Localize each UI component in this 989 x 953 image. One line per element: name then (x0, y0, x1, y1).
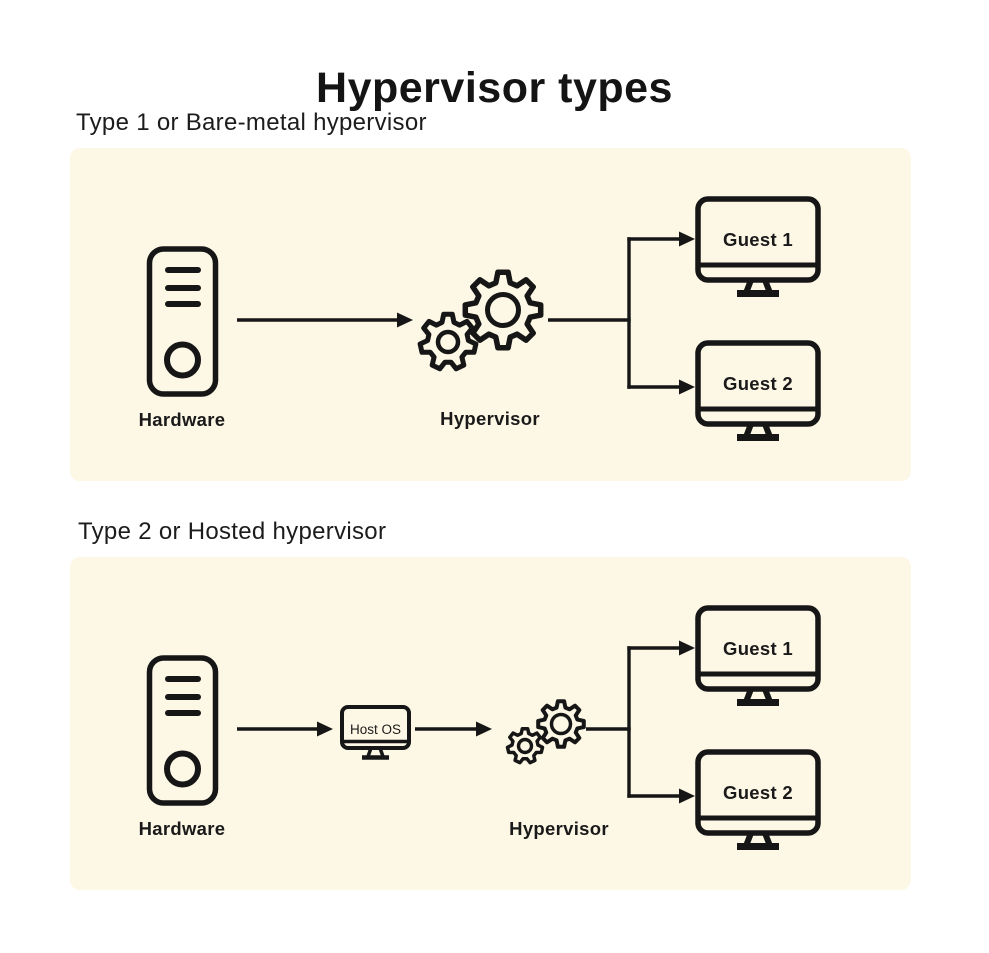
gear-large (536, 699, 586, 749)
gears-icon (417, 269, 544, 372)
gear-small (505, 726, 545, 765)
guest1-monitor-icon (695, 196, 821, 297)
arrow-head (397, 312, 413, 328)
hypervisor-label: Hypervisor (440, 408, 540, 429)
monitor-stand (366, 747, 385, 758)
section-type1-label: Type 1 or Bare-metal hypervisor (76, 109, 427, 136)
hardware-label: Hardware (139, 818, 226, 839)
host-os-monitor-icon (340, 705, 411, 760)
tower-power-circle (164, 750, 201, 788)
branch-connector (586, 640, 695, 804)
type1-panel: Hardware Hypervisor (70, 148, 911, 481)
hardware-label: Hardware (139, 409, 226, 430)
arrow-head (476, 721, 492, 737)
gear-small (417, 311, 479, 372)
gear-large-hole (549, 712, 573, 736)
gear-small-hole (516, 737, 534, 755)
page-title: Hypervisor types (316, 63, 673, 112)
arrow-head (317, 721, 333, 737)
guest1-monitor-icon (695, 605, 821, 706)
arrow-head (679, 788, 695, 804)
guest1-label: Guest 1 (723, 638, 793, 659)
arrow-hostos-to-hypervisor (415, 721, 492, 737)
type1-diagram: Hardware Hypervisor (139, 196, 821, 441)
guest2-monitor-icon (695, 749, 821, 850)
guest2-label: Guest 2 (723, 782, 793, 803)
arrow-head (679, 379, 695, 395)
tower-body (146, 246, 219, 397)
host-os-label: Host OS (350, 722, 401, 737)
monitor-body (695, 605, 821, 692)
monitor-body (695, 340, 821, 427)
tower-body (146, 655, 219, 806)
arrow-hardware-to-hostos (237, 721, 333, 737)
section-type2-label: Type 2 or Hosted hypervisor (78, 518, 387, 545)
arrow-head (679, 231, 695, 247)
gear-small-hole (435, 329, 461, 355)
monitor-body (695, 196, 821, 283)
server-tower-icon (146, 246, 219, 397)
guest2-label: Guest 2 (723, 373, 793, 394)
monitor-body (340, 705, 411, 750)
arrow-head (679, 640, 695, 656)
arrow-hardware-to-hypervisor (237, 312, 413, 328)
guest1-label: Guest 1 (723, 229, 793, 250)
gear-large (462, 269, 544, 351)
branch-connector (548, 231, 695, 395)
server-tower-icon (146, 655, 219, 806)
gear-large-hole (485, 292, 521, 328)
guest2-monitor-icon (695, 340, 821, 441)
tower-power-circle (164, 341, 201, 379)
type2-panel: Hardware Host OS Hypervisor (70, 557, 911, 890)
gears-icon (505, 699, 586, 765)
type2-diagram: Hardware Host OS Hypervisor (139, 605, 821, 850)
hypervisor-label: Hypervisor (509, 818, 609, 839)
monitor-body (695, 749, 821, 836)
